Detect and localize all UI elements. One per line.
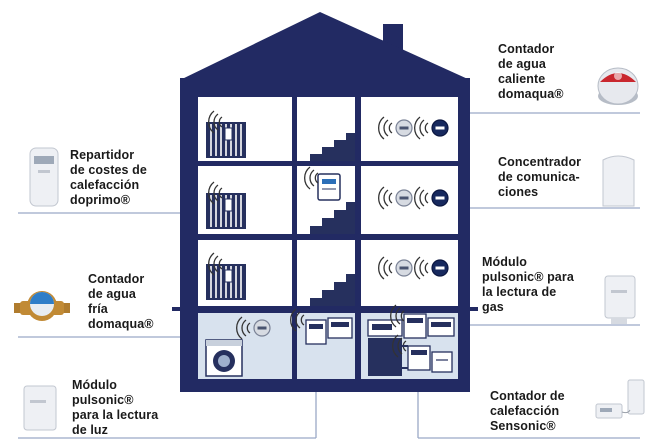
concentrator-box-icon xyxy=(304,166,341,201)
heat-meter-device xyxy=(595,379,645,419)
cost-allocator-device xyxy=(29,147,59,207)
stairs-icon xyxy=(310,133,355,306)
washing-machine-icon xyxy=(205,339,243,377)
radiator-icon xyxy=(205,192,247,230)
radiator-icon xyxy=(205,263,247,301)
label-cost-allocator: Repartidor de costes de calefacción dopr… xyxy=(70,148,147,207)
label-gas-module: Módulo pulsonic® para la lectura de gas xyxy=(482,255,574,314)
pipes xyxy=(402,345,408,369)
concentrator-device xyxy=(602,155,635,207)
boiler-icon xyxy=(367,319,403,376)
hot-water-meter-device xyxy=(597,67,639,105)
label-cold-water-meter: Contador de agua fría domaqua® xyxy=(88,272,154,331)
electricity-meter-icon xyxy=(290,308,327,345)
gas-meter-icon xyxy=(390,304,455,339)
meter-cabinet-icon xyxy=(327,317,353,339)
label-light-module: Módulo pulsonic® para la lectura de luz xyxy=(72,378,159,437)
label-concentrator: Concentrador de comunica- ciones xyxy=(498,155,582,199)
light-module-device xyxy=(23,385,57,431)
label-hot-water-meter: Contador de agua caliente domaqua® xyxy=(498,42,564,101)
heat-meter-house-icon xyxy=(392,334,453,373)
radiator-icon xyxy=(205,121,247,159)
house-roof xyxy=(180,12,470,80)
label-heat-meter: Contador de calefacción Sensonic® xyxy=(490,389,565,433)
house-building xyxy=(172,12,478,392)
cold-water-meter-device xyxy=(14,291,70,321)
gas-module-device xyxy=(604,275,636,324)
